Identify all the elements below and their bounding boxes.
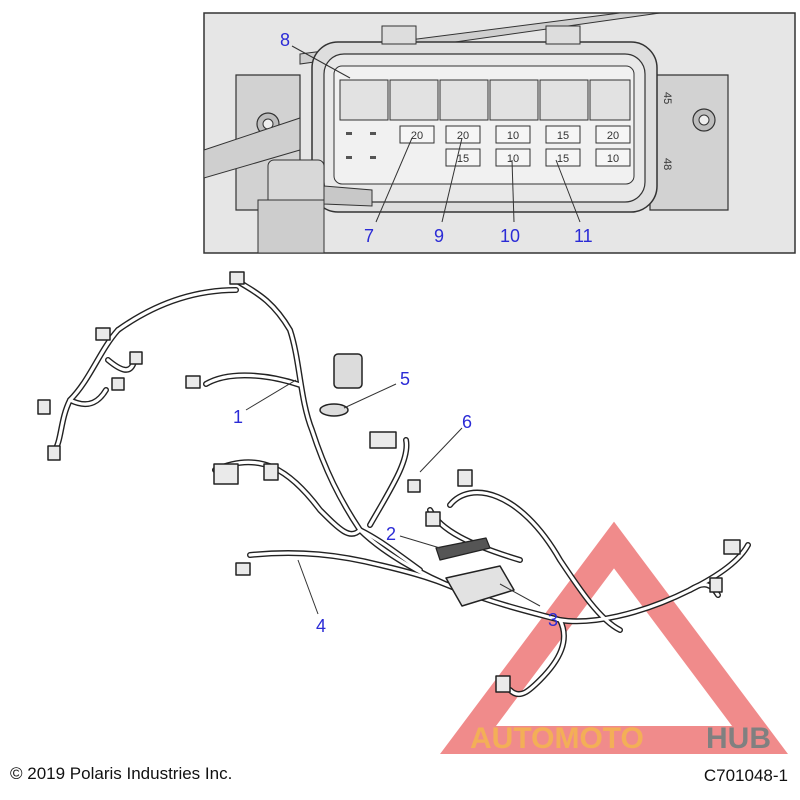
watermark-brand-part1: AUTOMOTO — [470, 722, 644, 755]
copyright-text: © 2019 Polaris Industries Inc. — [10, 764, 233, 783]
side-label-upper: 45 — [661, 92, 673, 104]
fuse-rating: 15 — [557, 153, 569, 165]
callout-number: 3 — [548, 610, 558, 630]
callout-number: 2 — [386, 524, 396, 544]
watermark-brand-part2: HUB — [706, 722, 771, 755]
fuse-rating: 20 — [607, 130, 619, 142]
leader-lines — [245, 379, 541, 615]
fuse-rating: 15 — [457, 153, 469, 165]
fuse-rating: 20 — [411, 130, 423, 142]
part-code: C701048-1 — [703, 766, 788, 785]
fuse-rating: 10 — [507, 130, 519, 142]
fuse-rating: 10 — [507, 153, 519, 165]
callout-number: 5 — [400, 369, 410, 389]
fuse-rating: 15 — [557, 130, 569, 142]
automotohub-watermark: AUTOMOTO HUB — [440, 521, 788, 755]
fuse-rating: 20 — [457, 130, 469, 142]
callout-number: 1 — [233, 407, 243, 427]
relay-row — [339, 79, 631, 121]
side-label-lower: 48 — [661, 158, 673, 170]
fuse-row-top: 20 20 10 15 20 — [399, 125, 631, 144]
callout-number: 6 — [462, 412, 472, 432]
callout-number: 9 — [434, 226, 444, 246]
callout-number: 8 — [280, 30, 290, 50]
fuse-rating: 10 — [607, 153, 619, 165]
wiring-harness — [37, 271, 751, 698]
callout-number: 7 — [364, 226, 374, 246]
fuse-row-bottom: 15 10 15 10 — [445, 148, 631, 167]
callout-number: 11 — [574, 226, 593, 246]
callout-number: 4 — [316, 616, 326, 636]
inset-detail: 20 20 10 15 20 15 10 15 10 45 48 — [203, 12, 796, 254]
callout-number: 10 — [500, 226, 520, 246]
